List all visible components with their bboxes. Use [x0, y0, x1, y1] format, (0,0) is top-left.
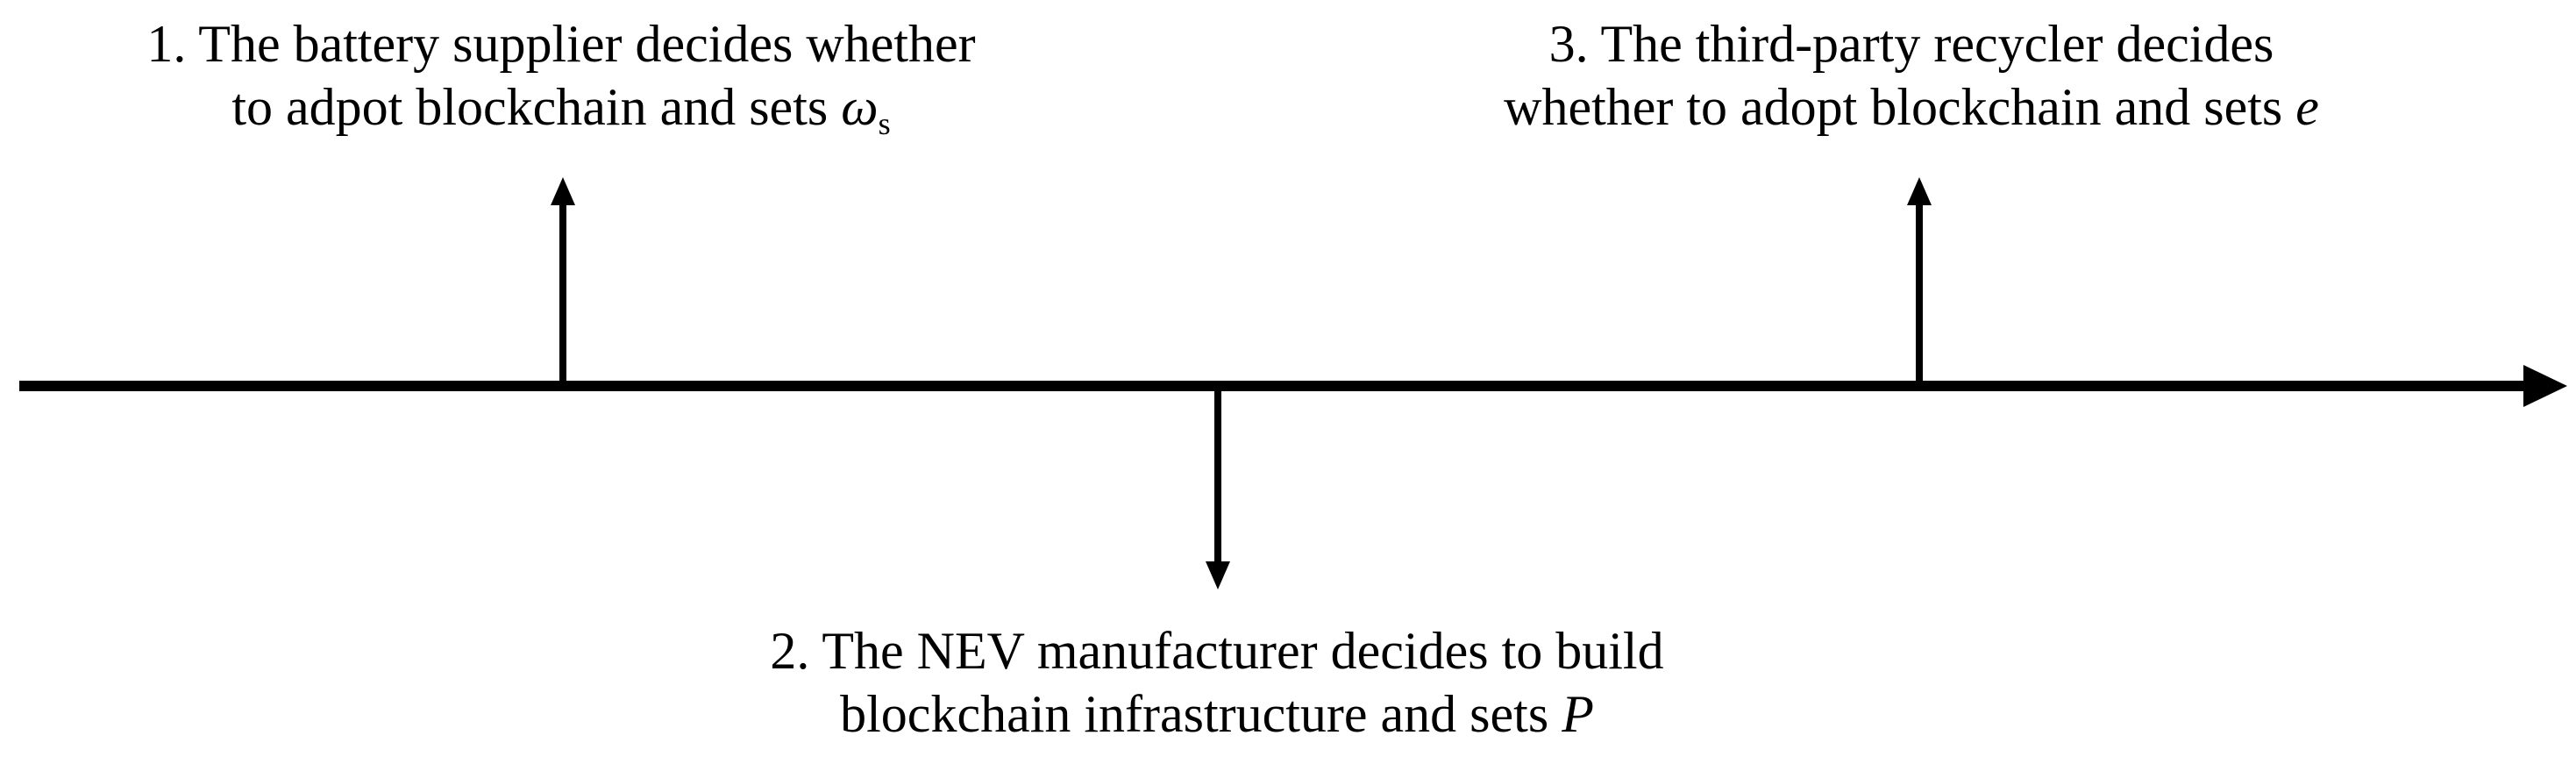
- step-2-line-2: blockchain infrastructure and sets P: [603, 682, 1831, 746]
- step-1-variable-subscript: s: [878, 105, 891, 141]
- step-2-line-2-text: blockchain infrastructure and sets: [840, 685, 1562, 743]
- step-1-line-1: 1. The battery supplier decides whether: [146, 15, 976, 73]
- step-3-line-2-text: whether to adopt blockchain and sets: [1504, 78, 2296, 136]
- step-3-line-1: 3. The third-party recycler decides: [1548, 15, 2274, 73]
- step-2-variable: P: [1562, 685, 1594, 743]
- step-1-line-2-text: to adpot blockchain and sets: [231, 78, 842, 136]
- step-1-label: 1. The battery supplier decides whether …: [35, 12, 1087, 155]
- step-3-arrowhead: [1907, 177, 1932, 205]
- step-1-line-2: to adpot blockchain and sets ωs: [35, 75, 1087, 155]
- step-2-arrowhead: [1206, 561, 1230, 589]
- step-1-arrowhead: [551, 177, 575, 205]
- step-2-line-1: 2. The NEV manufacturer decides to build: [770, 622, 1664, 680]
- step-3-label: 3. The third-party recycler decides whet…: [1385, 12, 2437, 139]
- step-1-variable: ω: [841, 78, 879, 136]
- step-2-label: 2. The NEV manufacturer decides to build…: [603, 619, 1831, 746]
- step-3-variable: e: [2295, 78, 2319, 136]
- timeline-arrowhead: [2523, 365, 2567, 407]
- step-3-line-2: whether to adopt blockchain and sets e: [1385, 75, 2437, 139]
